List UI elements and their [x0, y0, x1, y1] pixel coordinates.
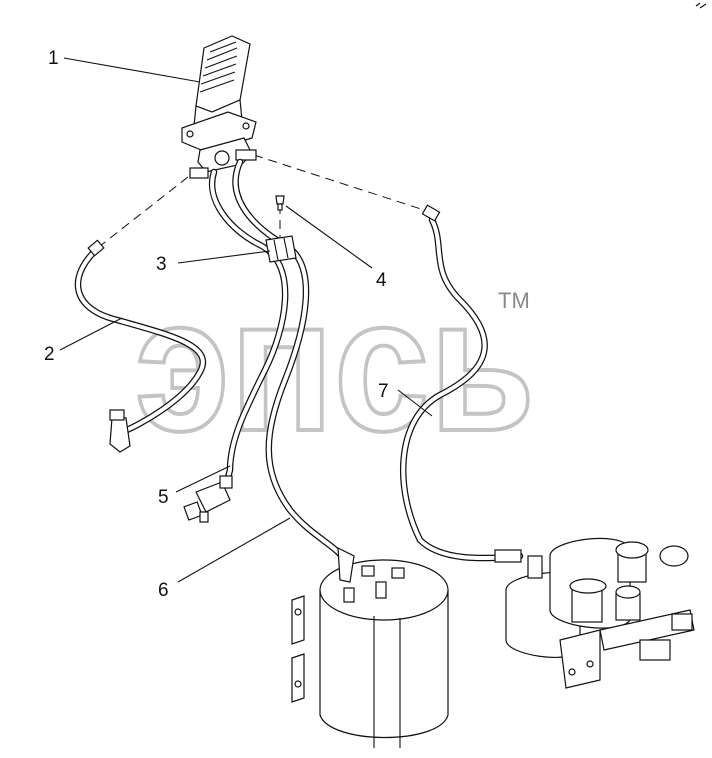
watermark: эпсь TM — [133, 257, 537, 473]
callout-1: 1 — [48, 48, 59, 69]
hose-5 — [209, 168, 289, 489]
callout-7: 7 — [378, 381, 389, 402]
hose-6 — [232, 158, 349, 564]
hose-2 — [74, 239, 206, 453]
fitting — [275, 195, 285, 211]
assembly-dash-left — [99, 176, 189, 247]
hose-7 — [399, 204, 524, 563]
callout-labels: 1 2 3 4 5 6 7 — [44, 48, 389, 601]
master-cylinder-assembly — [505, 537, 695, 689]
callout-3: 3 — [156, 254, 167, 275]
callout-leaders — [59, 57, 433, 583]
callout-2: 2 — [44, 344, 55, 365]
callout-5: 5 — [158, 487, 169, 508]
callout-4: 4 — [376, 270, 387, 291]
watermark-trademark: TM — [498, 288, 530, 313]
hose-clamp — [265, 235, 297, 263]
callout-6: 6 — [158, 580, 169, 601]
watermark-logo: эпсь — [135, 259, 535, 471]
air-tank — [291, 546, 449, 748]
brake-pedal-valve — [181, 35, 257, 179]
inline-valve — [183, 475, 233, 523]
corner-mark — [695, 2, 707, 9]
